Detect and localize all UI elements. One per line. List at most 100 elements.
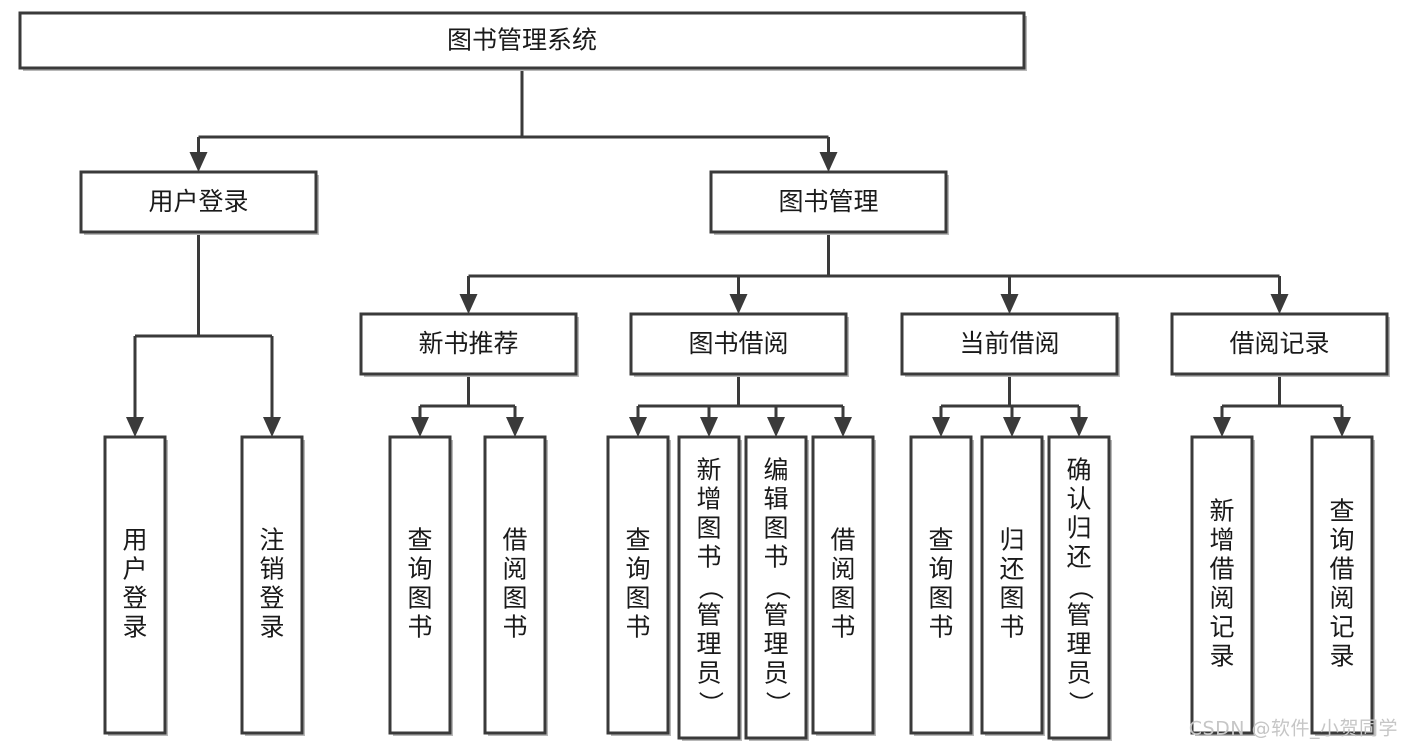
svg-text:用: 用 [122,526,147,555]
svg-text:录: 录 [1329,642,1354,671]
svg-text:图: 图 [763,514,788,543]
svg-text:理: 理 [1066,630,1091,659]
svg-text:阅: 阅 [830,555,855,584]
arrow-head-icon [629,417,647,437]
svg-text:员: 员 [763,659,788,688]
svg-text:阅: 阅 [1209,584,1234,613]
node-label-user-login-leaf: 用户登录 [122,526,147,642]
svg-text:户: 户 [122,555,147,584]
node-label-book-borrow: 图书借阅 [688,329,788,358]
svg-text:销: 销 [259,555,284,584]
svg-text:图: 图 [502,584,527,613]
arrow-head-icon [506,417,524,437]
svg-text:理: 理 [696,630,721,659]
svg-text:询: 询 [928,555,953,584]
svg-text:理: 理 [763,630,788,659]
node-label-user-login: 用户登录 [148,187,248,216]
arrow-head-icon [1333,417,1351,437]
svg-text:认: 认 [1066,485,1091,514]
arrow-head-icon [767,417,785,437]
svg-text:管: 管 [696,601,721,630]
svg-text:（: （ [696,575,725,600]
svg-text:新: 新 [696,456,721,485]
svg-text:询: 询 [1329,526,1354,555]
svg-text:归: 归 [1066,514,1091,543]
svg-text:录: 录 [1209,642,1234,671]
node-new-book-recommend[interactable]: 新书推荐 [359,312,579,377]
node-user-login-leaf[interactable]: 用户登录 [103,435,168,736]
connectors-layer [126,68,1351,437]
node-label-new-book-recommend: 新书推荐 [418,329,518,358]
arrow-head-icon [1003,417,1021,437]
svg-text:注: 注 [259,526,284,555]
svg-text:增: 增 [1209,526,1234,555]
svg-text:书: 书 [830,613,855,642]
svg-text:查: 查 [1329,497,1354,526]
svg-text:记: 记 [1209,613,1234,642]
node-current-borrow[interactable]: 当前借阅 [900,312,1120,377]
node-user-login[interactable]: 用户登录 [79,170,319,235]
svg-text:阅: 阅 [1329,584,1354,613]
svg-text:录: 录 [259,613,284,642]
svg-text:登: 登 [259,584,284,613]
arrow-head-icon [1270,294,1289,314]
svg-text:还: 还 [1066,543,1091,572]
svg-text:阅: 阅 [502,555,527,584]
svg-text:登: 登 [122,584,147,613]
node-book-borrow[interactable]: 图书借阅 [629,312,849,377]
svg-text:新: 新 [1209,497,1234,526]
arrow-head-icon [1000,294,1019,314]
svg-text:查: 查 [928,526,953,555]
arrow-head-icon [189,152,208,172]
node-borrow-records[interactable]: 借阅记录 [1170,312,1390,377]
node-root[interactable]: 图书管理系统 [18,11,1027,71]
arrow-head-icon [459,294,478,314]
arrow-head-icon [126,417,144,437]
arrow-head-icon [729,294,748,314]
arrow-head-icon [819,152,838,172]
svg-text:图: 图 [830,584,855,613]
node-book-management[interactable]: 图书管理 [709,170,949,235]
svg-text:图: 图 [696,514,721,543]
svg-text:归: 归 [999,526,1024,555]
svg-text:（: （ [1066,575,1095,600]
svg-text:书: 书 [407,613,432,642]
svg-text:确: 确 [1066,456,1091,485]
svg-text:书: 书 [928,613,953,642]
arrow-head-icon [1213,417,1231,437]
svg-text:还: 还 [999,555,1024,584]
svg-text:借: 借 [1329,555,1354,584]
svg-text:书: 书 [696,543,721,572]
svg-text:图: 图 [407,584,432,613]
svg-text:录: 录 [122,613,147,642]
svg-text:询: 询 [407,555,432,584]
svg-text:辑: 辑 [763,485,788,514]
svg-text:询: 询 [625,555,650,584]
svg-text:查: 查 [625,526,650,555]
svg-text:）: ） [1066,691,1095,716]
nodes-layer: 图书管理系统用户登录图书管理用户登录注销登录新书推荐图书借阅当前借阅借阅记录查询… [18,11,1390,741]
svg-text:书: 书 [999,613,1024,642]
arrow-head-icon [1070,417,1088,437]
